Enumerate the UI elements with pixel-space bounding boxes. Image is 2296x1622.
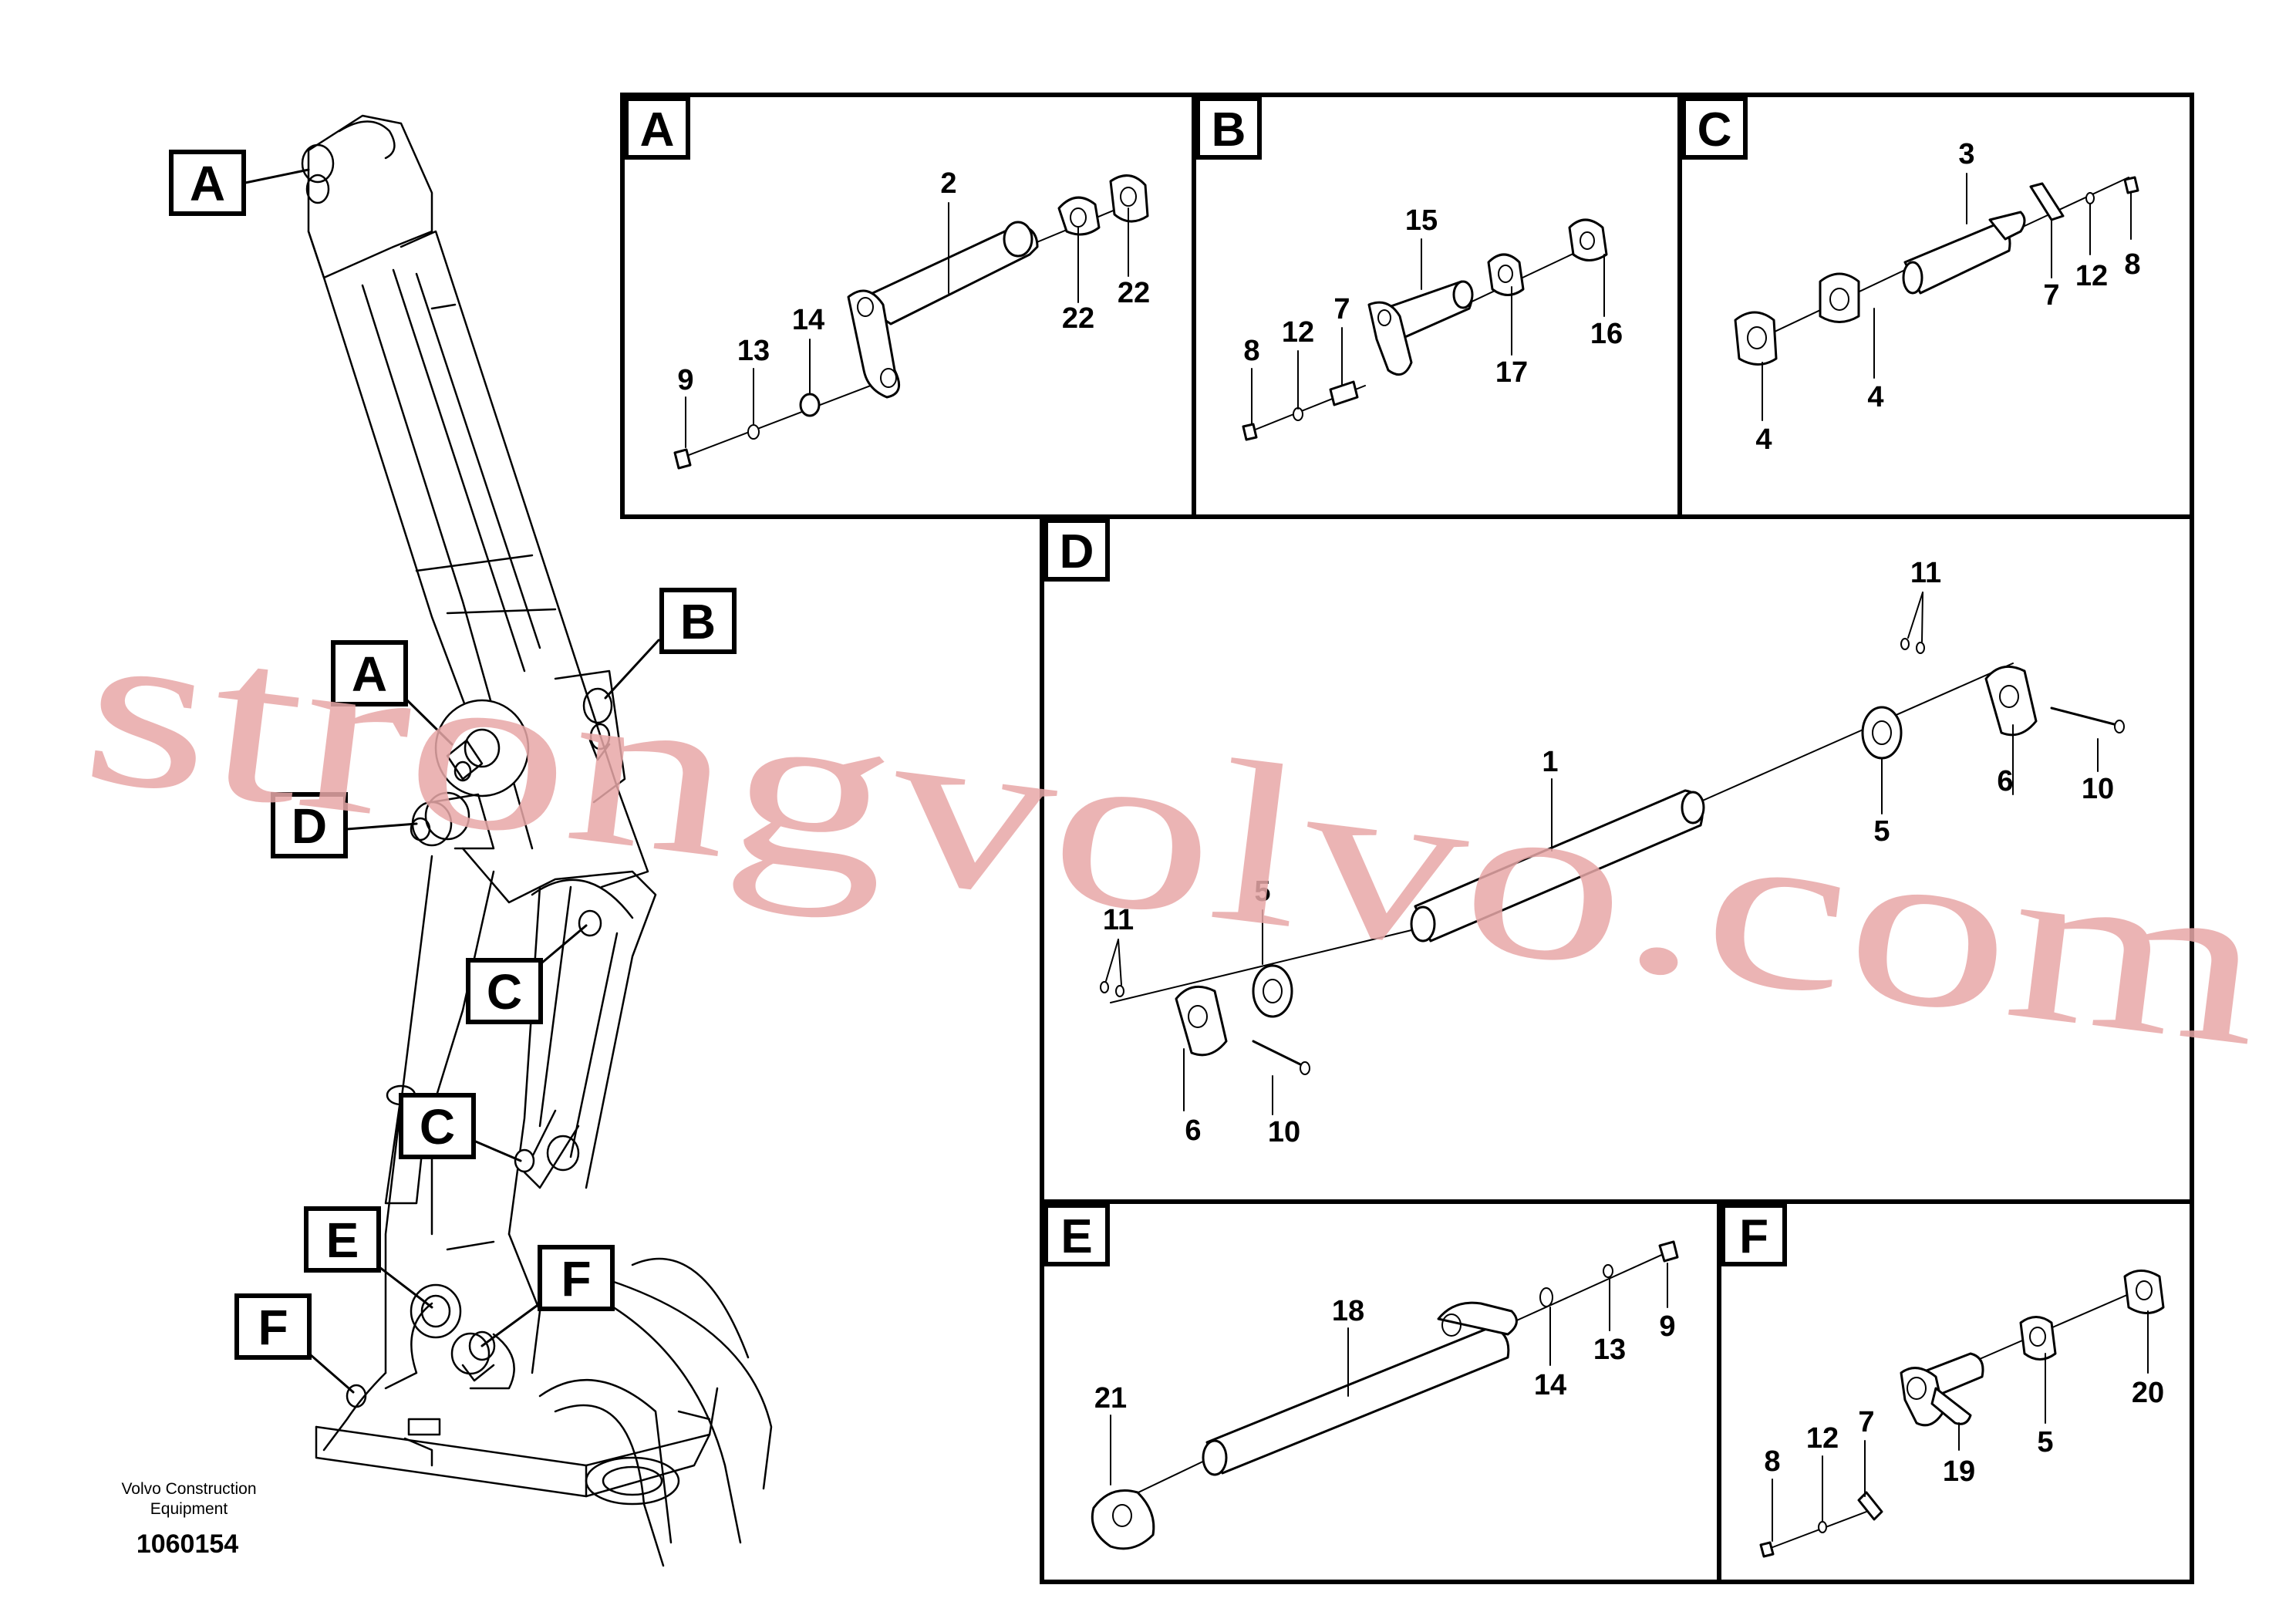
- panel-frames: [620, 93, 2194, 1584]
- callout-b-washer-left: 17: [1495, 356, 1528, 389]
- manufacturer-line1: Volvo Construction: [121, 1480, 256, 1498]
- callout-d-bolt-left: 10: [1268, 1116, 1300, 1148]
- callout-e-bolt: 9: [1659, 1310, 1675, 1343]
- callout-d-pin: 1: [1542, 746, 1558, 778]
- panel-f: F 19 5 20 7 12 8: [1721, 1203, 2165, 1558]
- key-f-right: F: [561, 1251, 591, 1307]
- figure-number: 1060154: [137, 1529, 238, 1559]
- callout-a-pin: 2: [940, 167, 956, 200]
- callout-a-spacer: 14: [792, 304, 824, 336]
- panel-b-label: B: [1212, 103, 1246, 157]
- callout-f-lock-washer: 12: [1806, 1422, 1839, 1455]
- callout-b-lock-plate: 7: [1333, 293, 1350, 325]
- panel-a-label: A: [640, 103, 675, 157]
- boom-overview-drawing: [301, 114, 773, 1567]
- callout-f-washer-right: 20: [2132, 1377, 2164, 1409]
- callout-c-bolt: 8: [2124, 248, 2140, 281]
- callout-a-washer-left: 22: [1062, 302, 1094, 335]
- callout-e-pin: 18: [1332, 1295, 1364, 1327]
- callout-b-bolt: 8: [1243, 335, 1259, 367]
- panel-d: D 1 5 5 6 6 10: [1043, 518, 2125, 1148]
- callout-f-pin: 19: [1943, 1455, 1975, 1488]
- key-b: B: [680, 594, 716, 649]
- key-f-left: F: [258, 1300, 288, 1355]
- callout-b-lock-washer: 12: [1282, 316, 1314, 349]
- panel-f-label: F: [1739, 1210, 1768, 1263]
- watermark-text: strongvolvo.com: [72, 573, 2277, 1094]
- panel-d-label: D: [1060, 525, 1094, 578]
- callout-a-bolt: 9: [677, 364, 693, 396]
- manufacturer-line2: Equipment: [150, 1500, 228, 1518]
- callout-f-bolt: 8: [1764, 1445, 1780, 1478]
- callout-f-washer-left: 5: [2037, 1426, 2053, 1458]
- callout-d-bushing-left: 6: [1185, 1114, 1201, 1147]
- key-d: D: [292, 798, 327, 854]
- key-c-upper: C: [487, 964, 522, 1020]
- panel-c: C 3 7 12 8 4 4: [1681, 96, 2141, 456]
- callout-d-nuts-left: 11: [1103, 904, 1134, 936]
- callout-d-bushing-right: 6: [1997, 765, 2013, 798]
- callout-e-lock-washer: 13: [1593, 1334, 1626, 1366]
- panel-c-label: C: [1698, 103, 1732, 157]
- overview-key-callouts: A A B D C C E F F: [169, 150, 737, 1394]
- panel-a: A 2 22 22 9 13 14: [624, 96, 1150, 470]
- callout-c-lock-plate: 7: [2043, 279, 2059, 312]
- key-a-mid: A: [352, 646, 387, 702]
- callout-d-washer-right: 5: [1873, 815, 1890, 848]
- callout-e-washer: 21: [1094, 1382, 1127, 1415]
- callout-c-washer-left: 4: [1755, 423, 1772, 456]
- callout-b-pin: 15: [1405, 204, 1438, 237]
- callout-c-washer-right: 4: [1867, 381, 1883, 413]
- callout-c-lock-washer: 12: [2075, 260, 2108, 292]
- panel-e: E 18 21 14 13 9: [1043, 1203, 1679, 1550]
- callout-d-bolt-right: 10: [2082, 773, 2114, 805]
- callout-e-spacer: 14: [1534, 1369, 1566, 1401]
- callout-a-lock-washer: 13: [737, 335, 770, 367]
- callout-c-pin: 3: [1958, 138, 1974, 170]
- panel-b: B 15 17 16 8 12 7: [1195, 96, 1623, 441]
- callout-d-washer-left: 5: [1254, 875, 1270, 908]
- key-a-top: A: [190, 156, 225, 211]
- callout-f-lock-plate: 7: [1858, 1406, 1874, 1438]
- callout-d-nuts-right: 11: [1910, 557, 1941, 589]
- callout-a-washer-right: 22: [1118, 277, 1150, 309]
- callout-b-washer-right: 16: [1590, 318, 1623, 350]
- panel-e-label: E: [1060, 1210, 1092, 1263]
- key-e: E: [326, 1212, 359, 1268]
- key-c-lower: C: [420, 1099, 455, 1155]
